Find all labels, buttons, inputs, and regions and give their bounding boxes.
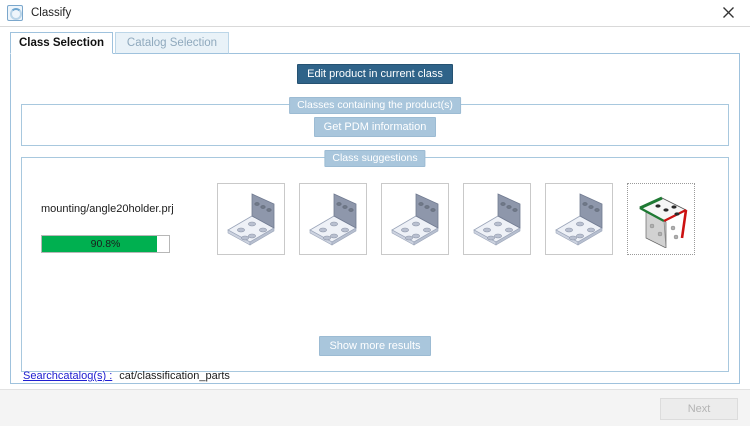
- edit-product-in-current-class-button[interactable]: Edit product in current class: [297, 64, 453, 84]
- next-button-label: Next: [687, 403, 711, 415]
- tab-class-selection-label: Class Selection: [18, 37, 104, 49]
- edit-product-row: Edit product in current class: [11, 64, 739, 84]
- class-suggestions-title: Class suggestions: [324, 150, 426, 167]
- angle-bracket-thumbnail-5[interactable]: [545, 183, 613, 255]
- tabstrip-baseline: [10, 53, 740, 54]
- next-button[interactable]: Next: [660, 398, 738, 420]
- match-progress-label: 90.8%: [90, 238, 121, 250]
- get-pdm-information-button[interactable]: Get PDM information: [313, 117, 437, 137]
- window-title: Classify: [31, 7, 72, 19]
- angle-bracket-thumbnail-3[interactable]: [381, 183, 449, 255]
- dialog-footer: Next: [0, 389, 750, 426]
- angle-bracket-thumbnail-1[interactable]: [217, 183, 285, 255]
- window-titlebar: Classify: [0, 0, 750, 27]
- class-suggestions-group: Class suggestions mounting/angle20holder…: [21, 150, 729, 372]
- angle-bracket-thumbnail-6[interactable]: [627, 183, 695, 255]
- classes-containing-product-group: Classes containing the product(s) Get PD…: [21, 97, 729, 146]
- show-more-results-label: Show more results: [329, 340, 421, 352]
- search-catalogs-link[interactable]: Searchcatalog(s) :: [23, 370, 113, 382]
- class-suggestion-thumbnails: [217, 183, 717, 263]
- get-pdm-row: Get PDM information: [22, 117, 728, 137]
- tab-class-selection[interactable]: Class Selection: [10, 32, 113, 54]
- show-more-row: Show more results: [22, 336, 728, 356]
- tab-catalog-selection-label: Catalog Selection: [126, 37, 218, 49]
- search-catalog-row: Searchcatalog(s) : cat/classification_pa…: [23, 370, 230, 382]
- catalog-path-value: cat/classification_parts: [119, 370, 230, 382]
- angle-bracket-thumbnail-2[interactable]: [299, 183, 367, 255]
- close-icon[interactable]: [706, 0, 750, 25]
- get-pdm-button-label: Get PDM information: [323, 121, 427, 133]
- classify-icon: [7, 5, 23, 21]
- tabstrip: Class Selection Catalog Selection: [10, 32, 740, 54]
- match-progress-bar: 90.8%: [41, 235, 170, 253]
- edit-product-button-label: Edit product in current class: [307, 68, 443, 80]
- tab-catalog-selection[interactable]: Catalog Selection: [115, 32, 229, 54]
- class-selection-panel: Edit product in current class Classes co…: [10, 54, 740, 384]
- show-more-results-button[interactable]: Show more results: [319, 336, 431, 356]
- classes-containing-product-title: Classes containing the product(s): [289, 97, 461, 114]
- product-name-label: mounting/angle20holder.prj: [41, 203, 174, 215]
- match-progress-fill: [42, 236, 158, 252]
- angle-bracket-thumbnail-4[interactable]: [463, 183, 531, 255]
